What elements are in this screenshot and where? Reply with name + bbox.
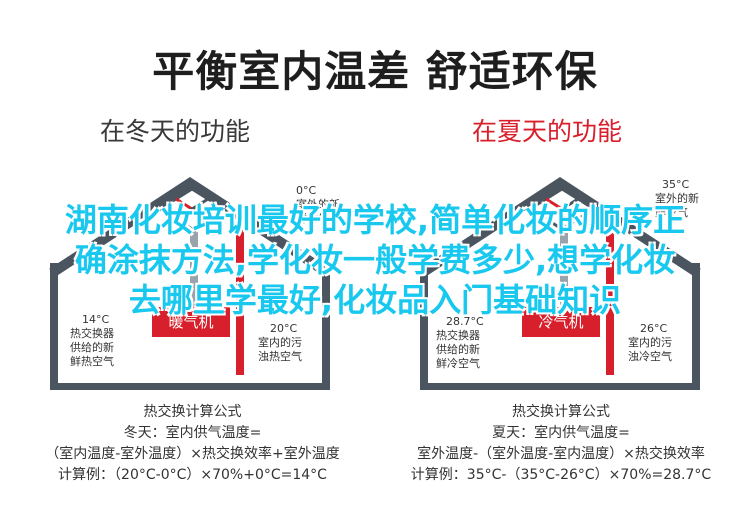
winter-unit-label: 暖气机 <box>168 313 214 331</box>
winter-formula-line-1: 冬天：室内供气温度= <box>123 425 262 441</box>
summer-heading: 在夏天的功能 <box>472 117 623 146</box>
summer-formula-line-1: 夏天：室内供气温度= <box>492 425 630 441</box>
duct-grey <box>560 230 568 320</box>
summer-formula-title: 热交换计算公式 <box>512 404 610 420</box>
summer-outdoor-temp: 35°C <box>662 178 690 191</box>
winter-formula: 热交换计算公式 冬天：室内供气温度= （室内温度-室外温度）×热交换效率+室外温… <box>0 402 385 486</box>
winter-heading: 在冬天的功能 <box>100 117 251 146</box>
winter-formula-line-2: （室内温度-室外温度）×热交换效率+室外温度 <box>45 446 340 462</box>
overlay-line-2: 确涂抹方法,学化妆一般学费多少,想学化妆 <box>74 241 676 279</box>
winter-formula-title: 热交换计算公式 <box>143 404 242 420</box>
summer-supply-label-1: 热交换器 <box>436 329 480 342</box>
winter-supply-label-1: 热交换器 <box>70 327 114 340</box>
roof <box>419 177 701 278</box>
summer-indoor-label-2: 浊冷空气 <box>628 350 672 363</box>
summer-supply-label-2: 供给的新 <box>436 343 480 356</box>
house-walls <box>50 263 330 390</box>
page-title: 平衡室内温差 舒适环保 <box>152 47 598 96</box>
duct-red <box>236 230 244 375</box>
ac-unit-box <box>522 307 600 337</box>
summer-outdoor-label-2: 鲜空气 <box>655 206 688 219</box>
winter-house-diagram <box>49 177 331 390</box>
winter-outdoor-label-2: 鲜空气 <box>296 212 329 225</box>
summer-indoor-temp: 26°C <box>640 322 668 335</box>
summer-formula: 热交换计算公式 夏天：室内供气温度= 室外温度-（室外温度-室内温度）×热交换效… <box>372 402 750 486</box>
summer-supply-label-3: 鲜冷空气 <box>436 357 480 370</box>
summer-outdoor-label: 室外的新 <box>655 192 699 205</box>
summer-formula-line-2: 室外温度-（室外温度-室内温度）×热交换效率 <box>417 446 705 462</box>
duct-red <box>606 230 614 375</box>
roof <box>49 177 331 278</box>
winter-supply-temp: 14°C <box>82 313 110 326</box>
summer-indoor-label-1: 室内的污 <box>628 336 672 349</box>
summer-unit-label: 冷气机 <box>538 313 584 331</box>
overlay-line-1: 湖南化妆培训最好的学校,简单化妆的顺序正 <box>64 201 686 239</box>
winter-indoor-label-2: 浊热空气 <box>258 350 302 363</box>
summer-house-diagram <box>419 177 701 390</box>
house-walls <box>420 263 700 390</box>
winter-supply-label-2: 供给的新 <box>70 341 114 354</box>
duct-grey <box>190 230 198 320</box>
winter-formula-line-3: 计算例：（20°C-0°C）×70%+0°C=14°C <box>58 467 327 483</box>
summer-supply-temp: 28.7°C <box>446 315 484 328</box>
winter-indoor-temp: 20°C <box>270 322 298 335</box>
overlay-caption: 湖南化妆培训最好的学校,简单化妆的顺序正 确涂抹方法,学化妆一般学费多少,想学化… <box>0 200 750 320</box>
heater-unit-box <box>152 307 230 337</box>
winter-indoor-label-1: 室内的污 <box>258 336 302 349</box>
summer-formula-line-3: 计算例：35°C-（35°C-26°C）×70%=28.7°C <box>410 467 712 483</box>
overlay-line-3: 去哪里学最好,化妆品入门基础知识 <box>128 281 622 319</box>
winter-supply-label-3: 鲜热空气 <box>70 355 114 368</box>
winter-outdoor-label: 室外的新 <box>296 198 340 211</box>
winter-outdoor-temp: 0°C <box>296 184 317 197</box>
